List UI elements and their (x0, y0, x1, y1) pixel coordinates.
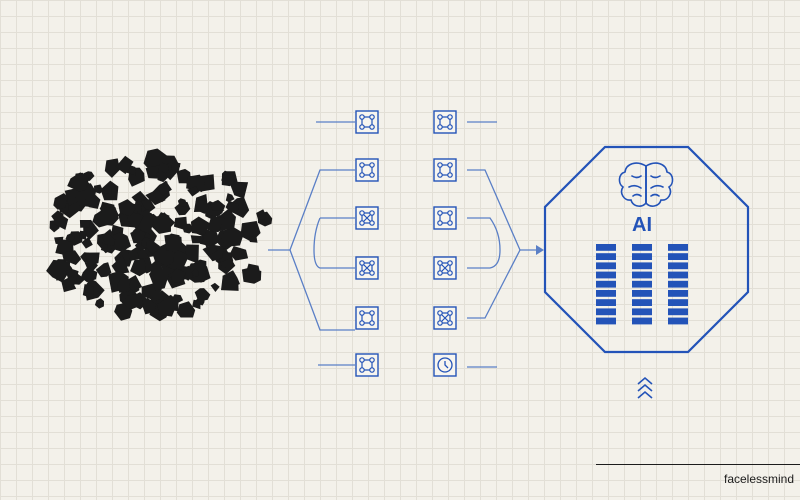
fragment (146, 240, 160, 255)
node-icon (433, 306, 457, 330)
caption-text: facelessmind (724, 472, 795, 486)
fragment (207, 244, 218, 255)
server-bars-icon (596, 244, 688, 325)
fragment (46, 259, 71, 283)
fragment (79, 230, 87, 241)
fragment (170, 268, 186, 284)
fragment (177, 198, 188, 208)
node-icon (433, 110, 457, 134)
fragment (145, 165, 160, 179)
brain-icon (618, 162, 674, 207)
node-icon (355, 206, 379, 230)
fragment (96, 207, 119, 226)
fragment (256, 209, 266, 220)
fragment (121, 294, 144, 310)
chevron-up-icon (637, 376, 653, 399)
fragment (137, 249, 149, 259)
fragment (220, 224, 244, 247)
fragment (85, 190, 101, 209)
node-icon (433, 256, 457, 280)
fragment (249, 234, 258, 243)
fragment (171, 161, 181, 173)
fragment (94, 184, 103, 194)
icon-column-left (355, 110, 379, 377)
fragment (95, 262, 112, 278)
fragment (102, 232, 116, 246)
fragment (65, 233, 75, 242)
fragment (82, 284, 94, 299)
fragment (194, 288, 211, 302)
fragment (184, 244, 199, 264)
fragment (115, 155, 134, 175)
node-icon (433, 206, 457, 230)
fragment (210, 282, 220, 292)
fragment (156, 180, 172, 196)
fragment (187, 186, 200, 197)
fragment (170, 250, 189, 271)
fragment (79, 220, 91, 228)
fragment (176, 301, 196, 318)
ai-hub-octagon (543, 145, 750, 354)
fragment (241, 267, 262, 284)
fragment (117, 277, 134, 293)
fragment (192, 299, 201, 310)
fragment (157, 212, 176, 233)
fragment (195, 200, 210, 214)
icon-column-right (433, 110, 457, 377)
node-icon (355, 353, 379, 377)
fragment (173, 216, 188, 231)
connector-lines (268, 121, 538, 368)
fragment (61, 275, 76, 289)
clock-icon (433, 353, 457, 377)
fragment (225, 193, 235, 203)
fragment (149, 264, 169, 291)
fragment (126, 211, 144, 230)
fragment (221, 275, 239, 291)
fragment (85, 252, 100, 268)
node-icon (355, 256, 379, 280)
fragment (190, 216, 211, 235)
fragment (140, 199, 156, 214)
fragment (94, 298, 104, 309)
fragment-cluster (46, 148, 273, 322)
fragment (130, 229, 146, 244)
node-icon (433, 158, 457, 182)
ai-label: AI (632, 214, 652, 236)
caption-rule (596, 464, 800, 465)
node-icon (355, 158, 379, 182)
fragment (207, 215, 225, 233)
fragment (229, 181, 249, 199)
fragment (103, 185, 112, 194)
fragment (157, 298, 177, 317)
fragment (104, 158, 120, 178)
fragment (190, 235, 203, 244)
fragment (80, 267, 98, 283)
fragment (128, 278, 140, 293)
fragment (156, 171, 169, 183)
fragment (209, 201, 225, 211)
fragment (229, 246, 249, 261)
node-icon (355, 306, 379, 330)
fragment (111, 255, 130, 275)
fragment (221, 170, 236, 186)
node-icon (355, 110, 379, 134)
fragment (186, 174, 205, 192)
fragment (81, 236, 93, 249)
fragment (130, 259, 146, 277)
fragment (53, 193, 68, 210)
fragment (164, 234, 182, 253)
fragment (67, 172, 89, 192)
fragment (118, 199, 136, 216)
fragment (203, 229, 220, 248)
arrow-head (536, 245, 544, 255)
fragment (52, 213, 69, 230)
fragment (61, 250, 82, 265)
